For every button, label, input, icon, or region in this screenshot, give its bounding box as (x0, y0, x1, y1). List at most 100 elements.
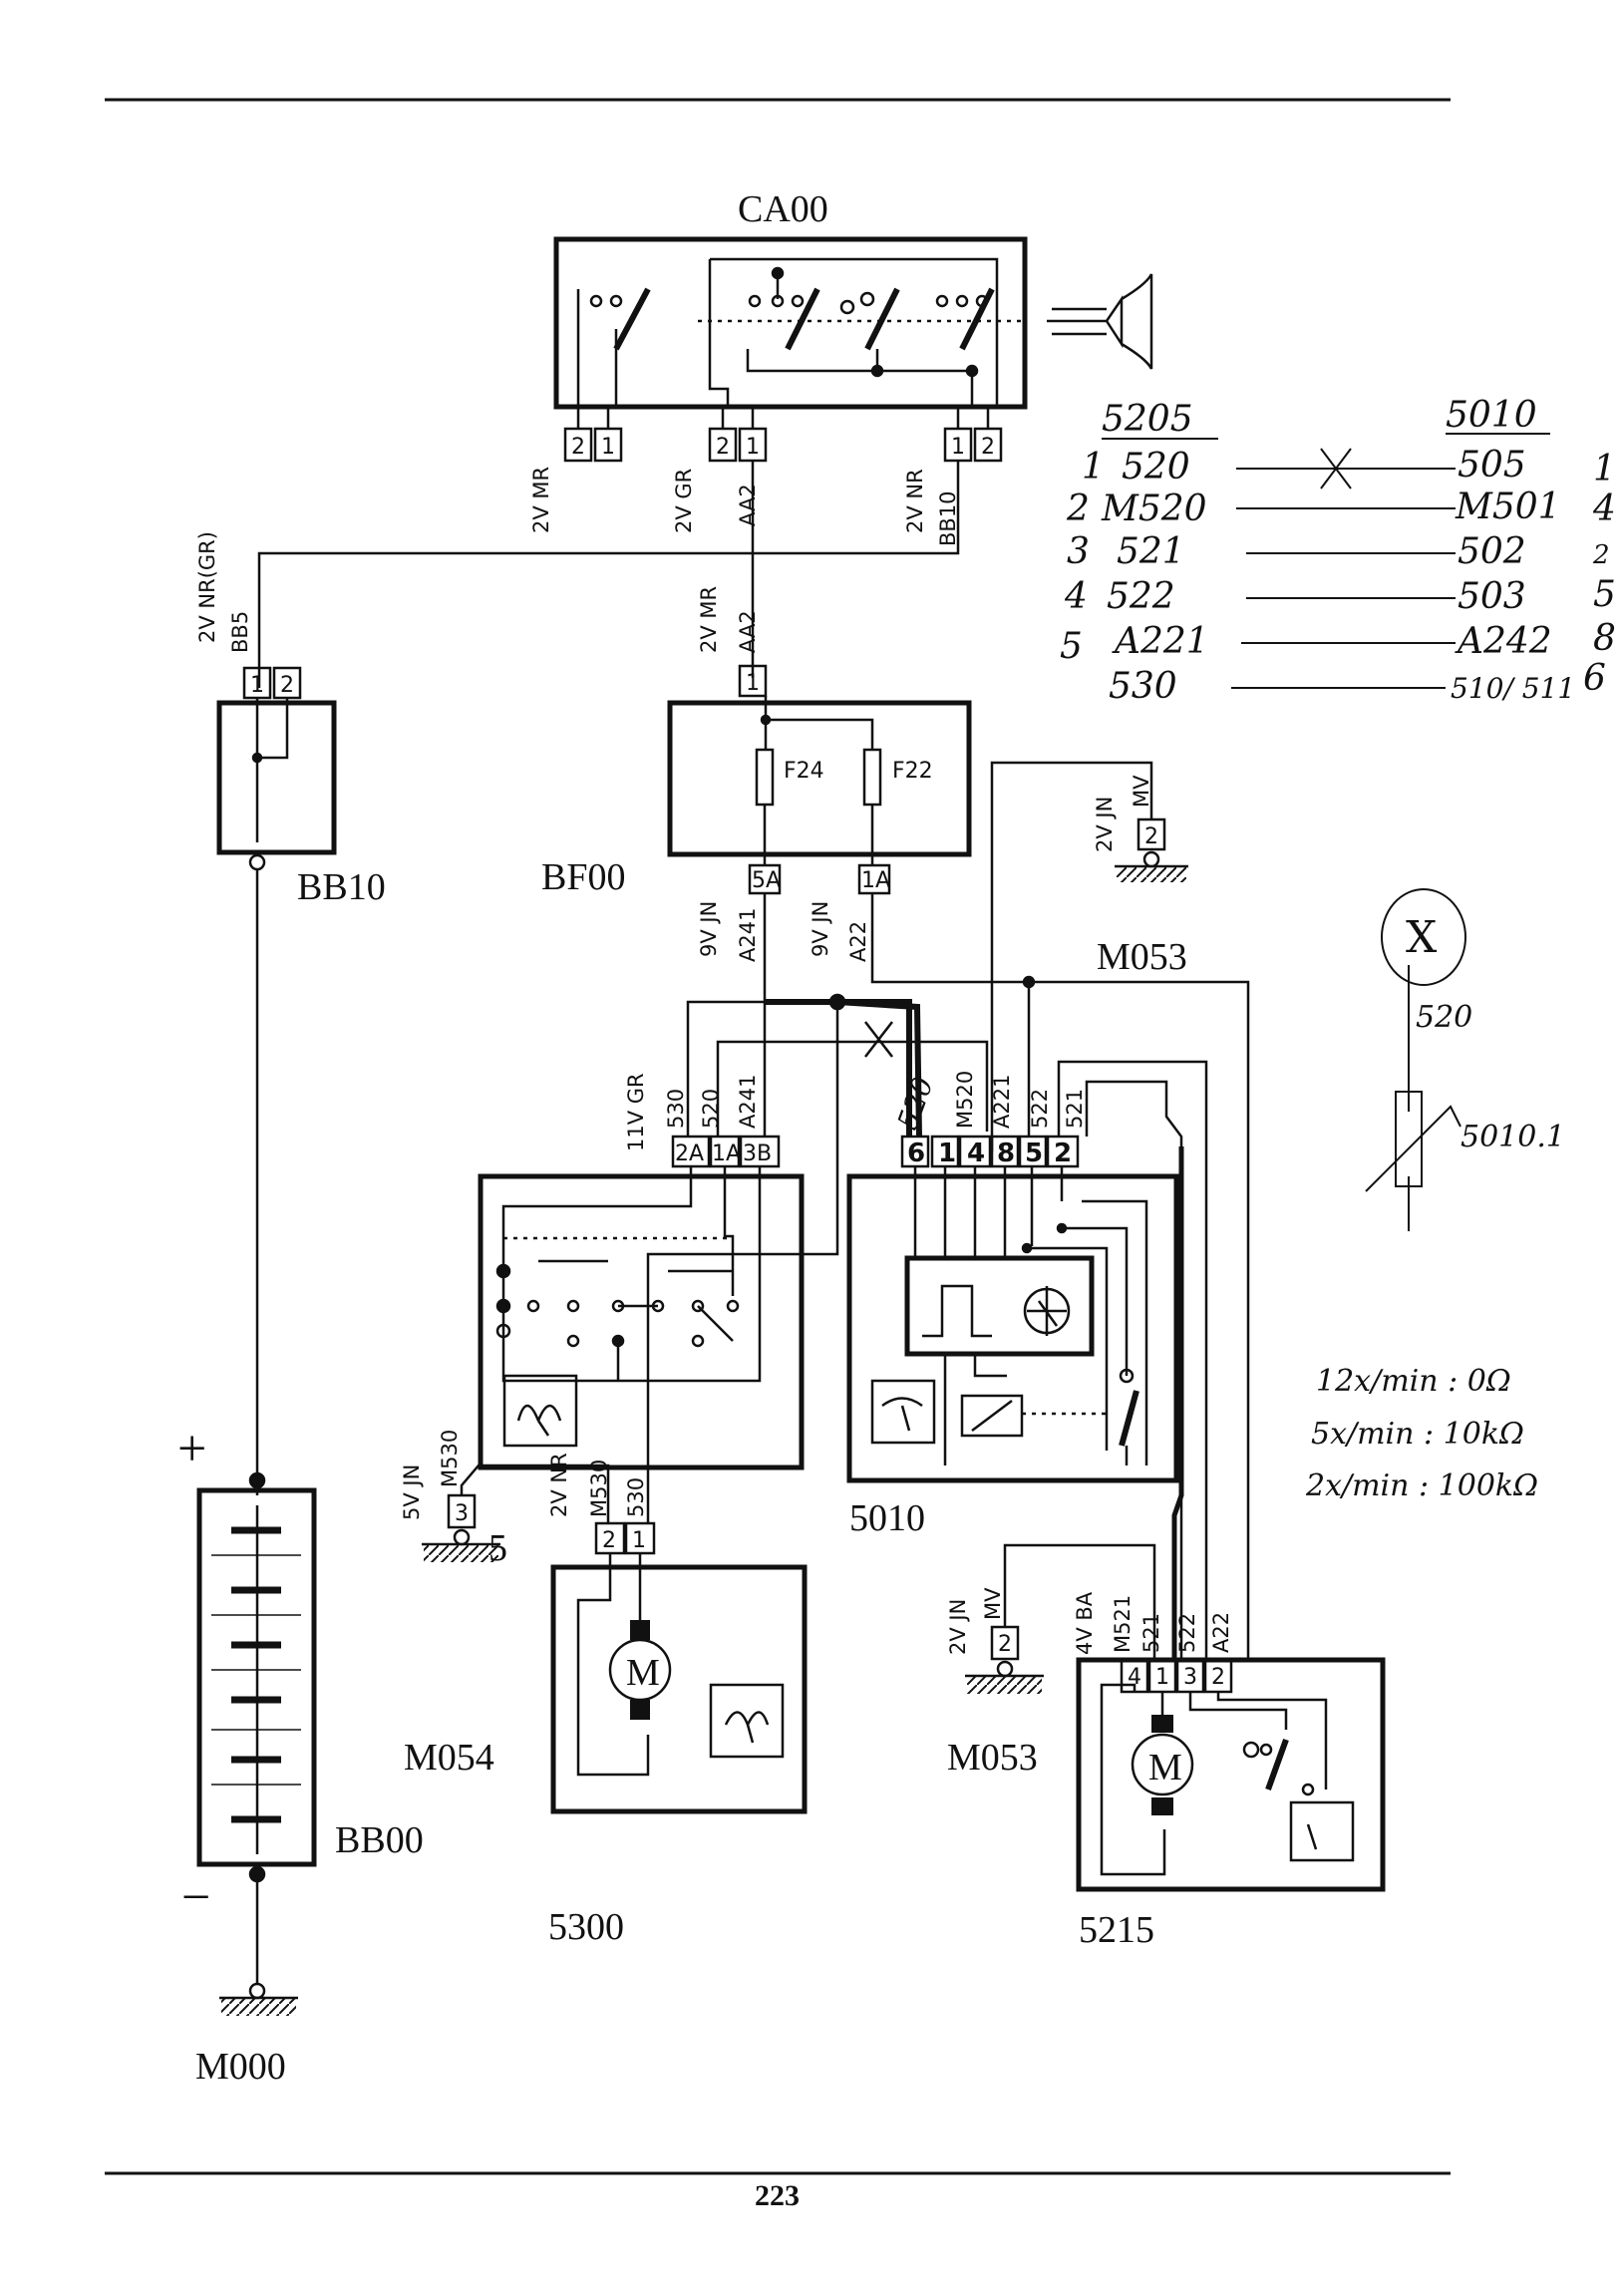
wire-label-5215-color: 4V BA (1073, 1591, 1097, 1655)
pin-m054-3: 3 (455, 1501, 469, 1526)
label-5215: 5215 (1079, 1909, 1154, 1951)
pin-5010-5: 5 (1025, 1139, 1043, 1168)
wire-label-5205-color: 11V GR (624, 1073, 648, 1151)
annotation-row3-right: 502 (1458, 531, 1526, 572)
wire-label-5300-530: 530 (624, 1477, 648, 1517)
ca00-connectors (563, 409, 1003, 463)
annotation-circle-x: X (1406, 912, 1438, 963)
wire-522 (1057, 1060, 1208, 1660)
annotation-row2-right: M501 (1455, 487, 1561, 527)
label-f22: F22 (892, 759, 933, 784)
pin-5215-1: 1 (1155, 1665, 1169, 1690)
pin-bb10-1: 1 (250, 673, 264, 698)
module-5010 (846, 1135, 1179, 1483)
label-bb10: BB10 (297, 866, 386, 908)
pin-5010-2: 2 (1054, 1139, 1072, 1168)
annotation-row5-left: A221 (1112, 621, 1209, 662)
wire-cross-mark (864, 1021, 893, 1058)
wire-521-heavy (1171, 1146, 1184, 1660)
pin-bf00-1: 1 (746, 671, 760, 696)
pin-5215-3: 3 (1183, 1665, 1197, 1690)
wire-label-5010-521: 521 (1063, 1089, 1087, 1129)
wire-label-m053-top-code: MV (1130, 775, 1153, 808)
pin-ca00-right-2: 2 (981, 435, 995, 460)
annotation-row1-left: 520 (1122, 447, 1190, 488)
wire-530-5300 (646, 1009, 839, 1523)
label-plus: + (177, 1421, 206, 1477)
m053-top-ground (990, 761, 1188, 1151)
pin-m053-top-2: 2 (1144, 824, 1158, 849)
bb00-battery (196, 1471, 317, 2016)
label-bb00: BB00 (335, 1819, 424, 1861)
wire-label-ca00-mid-code: AA2 (736, 484, 760, 526)
wire-label-m053-bottom-code: MV (981, 1587, 1005, 1620)
label-motor-5215: M (1148, 1747, 1182, 1789)
annotation-row4-left: 522 (1107, 576, 1175, 617)
pin-ca00-left-1: 1 (601, 435, 615, 460)
annotation-table (1102, 433, 1550, 689)
wire-label-5205-520: 520 (699, 1089, 723, 1129)
annotation-sketch (1365, 888, 1466, 1231)
annotation-row2-rn: 4 (1592, 489, 1616, 529)
wire-label-5010-522: 522 (1028, 1089, 1052, 1129)
wire-label-ca00-right-color: 2V NR (903, 469, 927, 533)
wire-label-5300-color: 2V NR (547, 1453, 571, 1517)
annotation-row2-n: 2 (1066, 489, 1090, 529)
wire-521 (1085, 1080, 1183, 1660)
label-m053-bottom: M053 (947, 1737, 1038, 1779)
annotation-row1-n: 1 (1082, 447, 1105, 488)
annotation-row5-n: 5 (1060, 626, 1083, 667)
annotation-row4-right: 503 (1458, 576, 1526, 617)
annotation-row2-left: M520 (1101, 489, 1207, 529)
annotation-header-5010: 5010 (1446, 395, 1537, 436)
wire-label-ca00-left: 2V MR (529, 467, 553, 533)
wire-label-bf00-top-color: 2V MR (697, 586, 721, 653)
label-m054: M054 (404, 1737, 494, 1779)
m053-bottom-ground (965, 1543, 1156, 1694)
label-bf00: BF00 (541, 856, 625, 898)
wire-label-5205-a241: A241 (736, 1075, 760, 1129)
wire-label-bf00-1a-code: A22 (846, 921, 870, 962)
bf00-fusebox (667, 664, 1250, 1660)
wire-label-5300-m530: M530 (587, 1460, 611, 1517)
pin-ca00-right-1: 1 (951, 435, 965, 460)
wire-label-bb10-color: 2V NR(GR) (195, 531, 219, 643)
pin-ca00-mid-2: 2 (716, 435, 730, 460)
wire-label-5215-521: 521 (1139, 1613, 1163, 1653)
pin-5300-2: 2 (602, 1528, 616, 1553)
wire-label-bf00-1a-color: 9V JN (809, 901, 832, 957)
page-number: 223 (755, 2179, 800, 2212)
motor-5300 (422, 1464, 808, 1814)
wire-label-5010-520: 520 (891, 1073, 940, 1135)
label-m000: M000 (195, 2046, 286, 2088)
pin-5010-6: 6 (907, 1139, 925, 1168)
pin-bb10-2: 2 (280, 673, 294, 698)
wire-bb10 (257, 461, 960, 688)
annotation-row3-left: 521 (1117, 531, 1185, 572)
switch-5205-block (478, 1135, 805, 1470)
pin-ca00-left-2: 2 (571, 435, 585, 460)
wire-label-5205-530: 530 (664, 1089, 688, 1129)
pin-5010-8: 8 (997, 1139, 1015, 1168)
wire-a241-5010 (765, 999, 912, 1137)
wire-label-bf00-5a-code: A241 (736, 908, 760, 962)
annotation-row6-right: 510/ 511 (1451, 672, 1575, 705)
motor-5215 (1076, 1657, 1386, 1892)
bb10-module (216, 666, 337, 1475)
annotation-speed-5: 5x/min : 10kΩ (1311, 1417, 1524, 1452)
wire-label-5215-522: 522 (1175, 1613, 1199, 1653)
annotation-row5-rn: 8 (1593, 618, 1616, 659)
annotation-row1-right: 505 (1458, 445, 1526, 486)
pin-5300-1: 1 (632, 1528, 646, 1553)
annotation-resistor-label: 5010.1 (1461, 1120, 1565, 1154)
pin-5205-3b: 3B (743, 1141, 772, 1166)
annotation-row4-rn: 5 (1593, 574, 1616, 615)
annotation-speed-12: 12x/min : 0Ω (1316, 1364, 1511, 1399)
label-f24: F24 (784, 759, 824, 784)
wire-label-5215-a22: A22 (1209, 1612, 1233, 1653)
wire-label-5010-a221: A221 (990, 1075, 1014, 1129)
pin-ca00-mid-1: 1 (746, 435, 760, 460)
annotation-header-5205: 5205 (1102, 399, 1193, 440)
label-m053-top: M053 (1097, 936, 1187, 978)
